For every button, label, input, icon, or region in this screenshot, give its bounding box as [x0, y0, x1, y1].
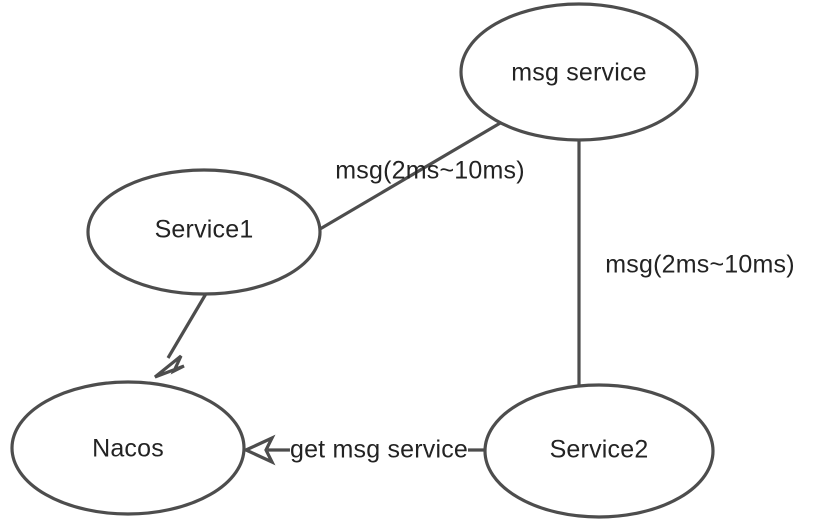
node-label-nacos: Nacos [92, 434, 164, 463]
edge-label-msg-service-service2: msg(2ms~10ms) [605, 250, 795, 279]
node-service2[interactable] [483, 383, 715, 519]
node-label-service2: Service2 [549, 435, 649, 464]
node-service1[interactable] [86, 168, 322, 296]
node-msg-service[interactable] [459, 2, 699, 142]
node-label-msg-service: msg service [511, 58, 647, 87]
arrowhead-service2-nacos [242, 434, 276, 466]
edge-service1-nacos [166, 291, 209, 359]
edge-label-service2-nacos: get msg service [289, 435, 469, 465]
node-label-service1: Service1 [154, 215, 254, 244]
arrowhead-service1-nacos [153, 354, 185, 379]
node-nacos[interactable] [10, 380, 246, 516]
edge-label-service1-msg-service: msg(2ms~10ms) [335, 156, 525, 185]
edge-service1-msg-service [319, 120, 503, 231]
